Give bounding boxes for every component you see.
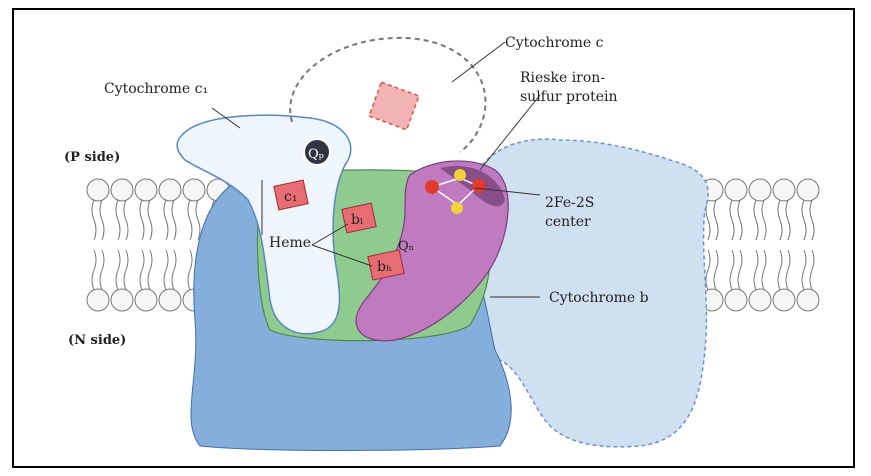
heme-label: Heme bbox=[269, 235, 311, 251]
cytochrome-b-label: Cytochrome b bbox=[549, 290, 649, 306]
heme-bl-label: bₗ bbox=[351, 212, 363, 228]
fes-label-line2: center bbox=[545, 214, 591, 230]
membrane-right bbox=[701, 179, 819, 311]
n-side-label: (N side) bbox=[68, 333, 126, 348]
fes-label-line1: 2Fe-2S bbox=[545, 195, 594, 211]
heme-bh-label: bₕ bbox=[377, 259, 392, 275]
cytochrome-c-label: Cytochrome c bbox=[505, 35, 604, 51]
cytochrome-c1-label: Cytochrome c₁ bbox=[104, 81, 208, 97]
p-side-label: (P side) bbox=[64, 150, 120, 165]
rieske-label-line1: Rieske iron- bbox=[520, 70, 605, 86]
qp-label: Qₚ bbox=[308, 147, 324, 162]
cytochrome-c-heme bbox=[369, 82, 419, 130]
heme-c1-label: c₁ bbox=[284, 189, 297, 205]
qn-label: Qₙ bbox=[398, 239, 414, 254]
rieske-label-line2: sulfur protein bbox=[520, 89, 618, 105]
